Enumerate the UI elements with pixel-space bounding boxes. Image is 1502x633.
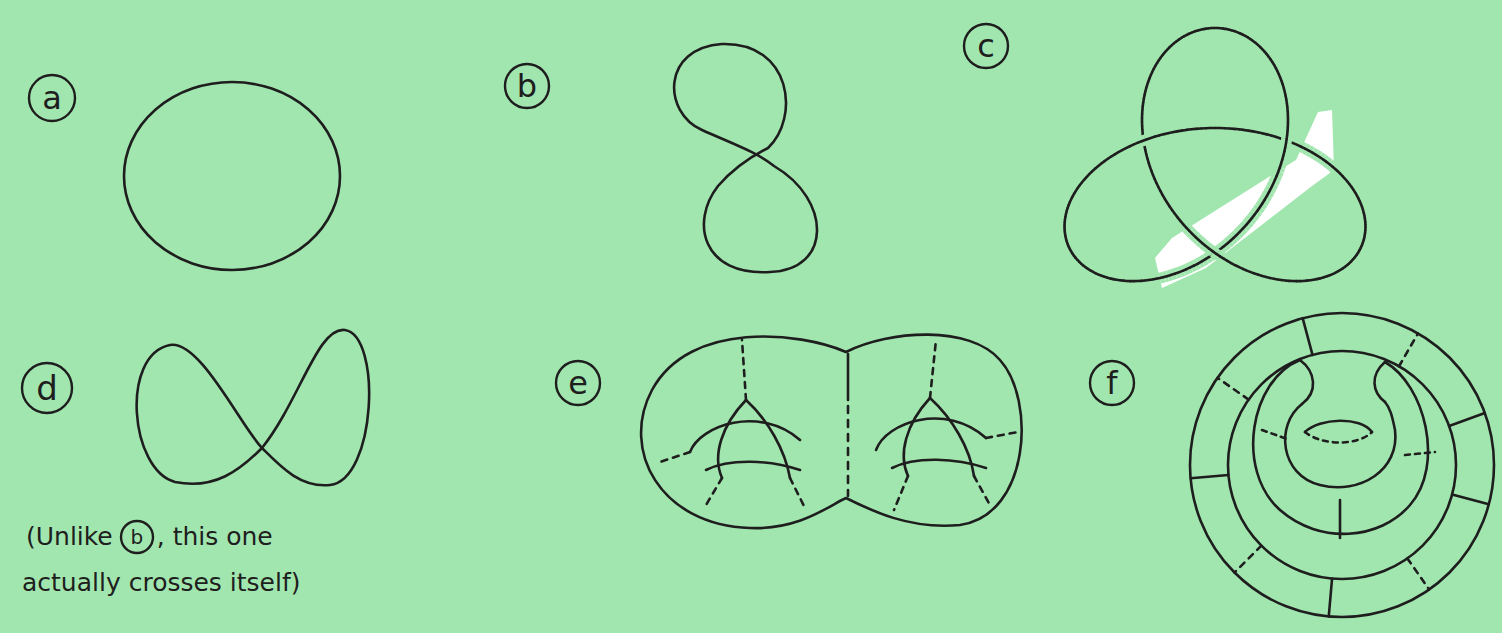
letter: d <box>36 371 58 405</box>
letter-circle: d <box>20 361 74 415</box>
knot-strand <box>1270 277 1274 280</box>
unknot-circle <box>124 82 340 270</box>
knot-gap <box>1092 169 1095 172</box>
letter-circle: b <box>119 519 155 555</box>
letter-circle: e <box>554 359 602 407</box>
ring-tick <box>1303 318 1313 355</box>
knot-strand <box>1092 169 1095 172</box>
ring-tick <box>1217 378 1248 400</box>
trefoil-knot <box>1065 28 1366 281</box>
letter-circle: f <box>1088 359 1136 407</box>
circle-ring <box>556 361 600 405</box>
knot-gap <box>1138 139 1150 143</box>
circle-ring <box>1090 361 1134 405</box>
letter: e <box>568 367 588 399</box>
circle-ring <box>964 24 1008 68</box>
letter: b <box>517 70 537 102</box>
ring-tick <box>1329 579 1332 617</box>
figure-eight-loop <box>674 44 817 272</box>
erased-patch <box>1155 110 1334 288</box>
circle-ring <box>505 64 549 108</box>
ring-tick <box>1449 413 1485 426</box>
handwritten-note: , this one <box>157 522 273 552</box>
letter: a <box>42 82 62 114</box>
ring-tick <box>1191 475 1229 478</box>
circle-ring <box>22 363 72 413</box>
ring-tick <box>1407 558 1429 589</box>
letter: f <box>1106 367 1117 399</box>
circle-ring <box>121 521 153 553</box>
handwritten-note: actually crosses itself) <box>22 568 301 598</box>
double-torus <box>641 335 1022 529</box>
handwritten-note: (Unlike <box>26 522 113 552</box>
letter: c <box>977 30 995 62</box>
infinity-loop <box>137 330 369 485</box>
knot-strand <box>1283 85 1284 88</box>
letter: b <box>130 527 143 547</box>
ring-tick <box>1399 333 1418 366</box>
nested-tube <box>1190 313 1494 617</box>
ring-tick <box>1235 546 1262 573</box>
knot-gap <box>1270 273 1274 285</box>
letter-circle: a <box>27 73 77 123</box>
letter-circle: c <box>962 22 1010 70</box>
circle-ring <box>29 75 75 121</box>
knot-gap <box>1283 85 1284 88</box>
ring-tick <box>1452 495 1489 505</box>
letter-circle: b <box>503 62 551 110</box>
